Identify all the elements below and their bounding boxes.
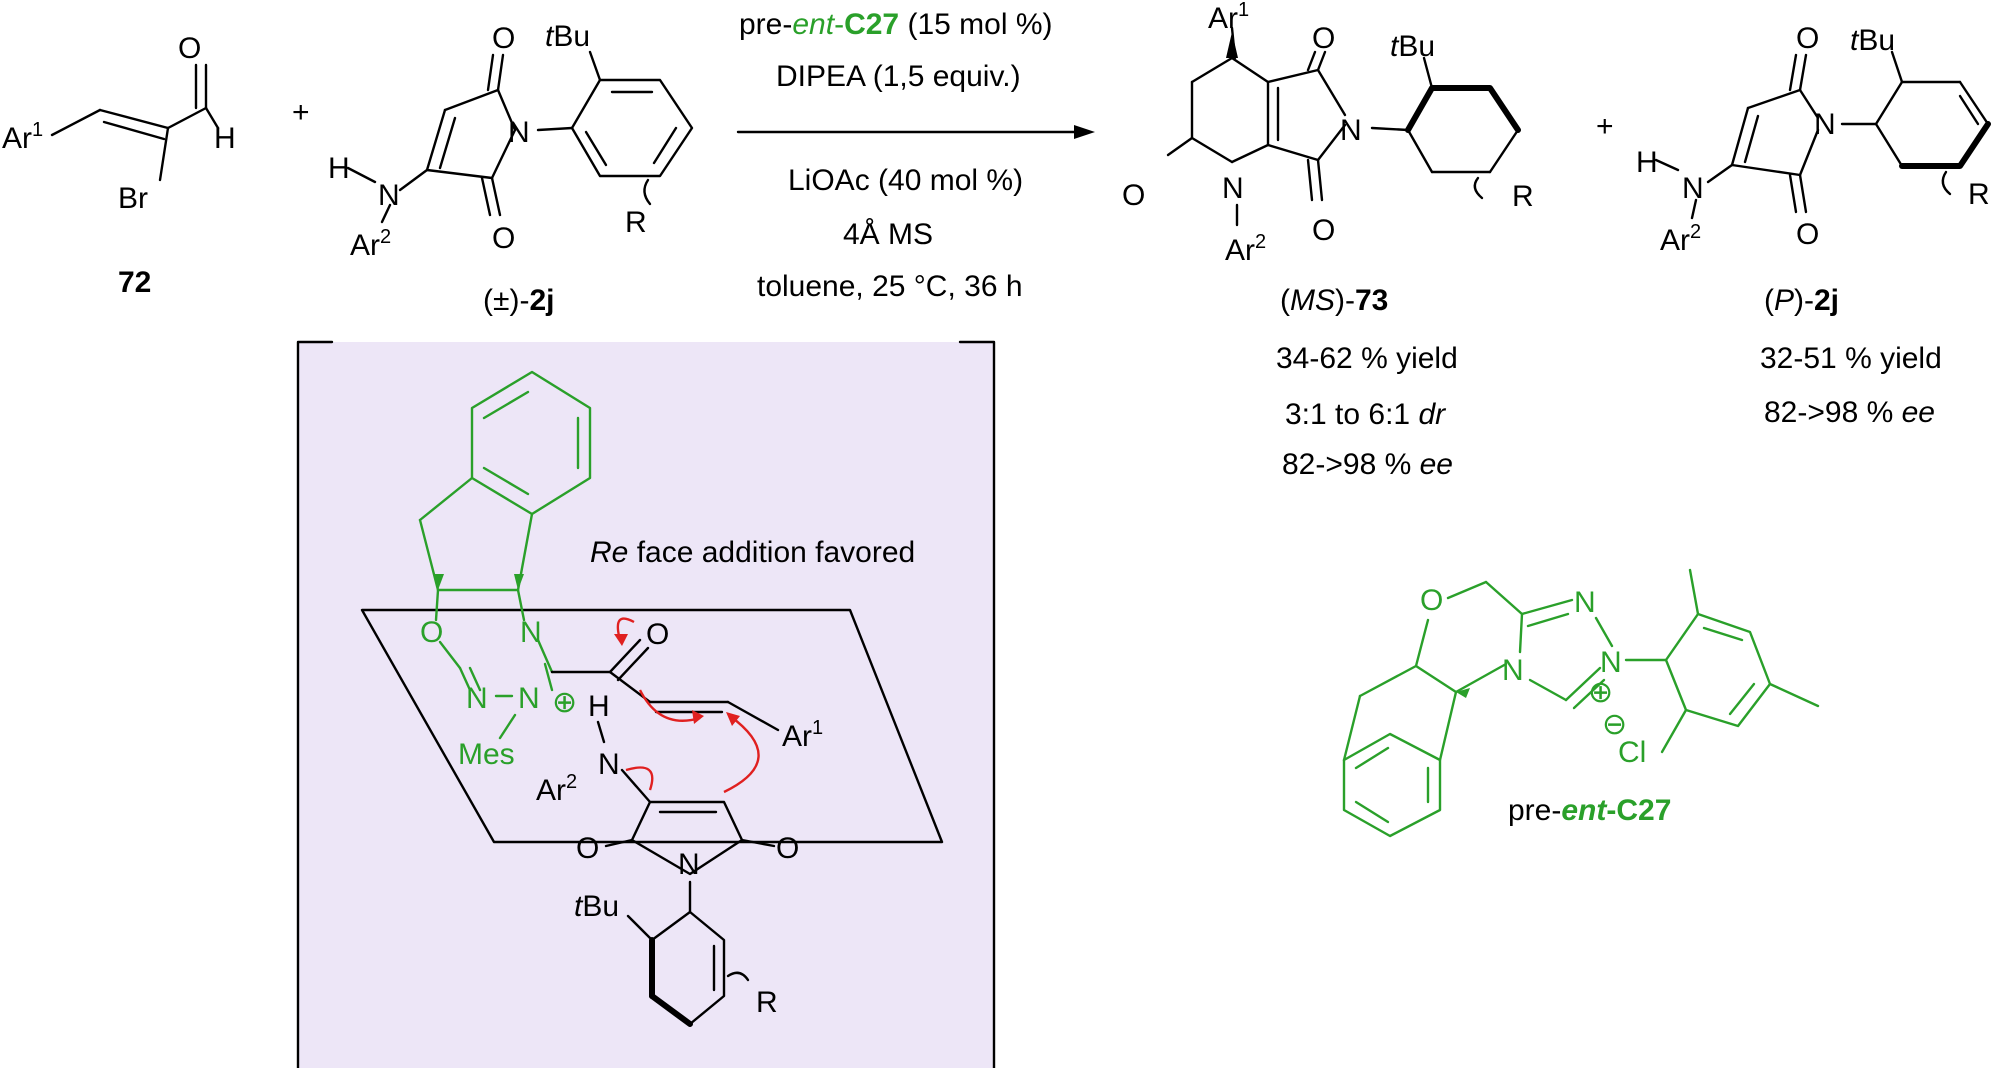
atom-O: O [1796, 218, 1819, 251]
atom-Cl: Cl [1618, 736, 1646, 769]
cation-charge: ⊕ [552, 686, 577, 719]
atom-N: N [518, 682, 540, 715]
catalyst-label: pre-ent-C27 [1508, 794, 1671, 827]
condition-solvent: toluene, 25 °C, 36 h [757, 270, 1023, 303]
condition-base: DIPEA (1,5 equiv.) [776, 60, 1021, 93]
atom-N: N [1502, 654, 1524, 687]
compound-2j-structure: O O N N H Ar2 tBu R [328, 20, 694, 262]
catalyst-structure: O N N N ⊕ Cl ⊖ [1342, 568, 1820, 838]
atom-N: N [1600, 646, 1622, 679]
atom-N: N [520, 616, 542, 649]
compound-73-dr: 3:1 to 6:1 dr [1285, 398, 1446, 431]
atom-N: N [508, 116, 530, 149]
atom-O: O [576, 832, 599, 865]
atom-tBu: tBu [1390, 30, 1435, 63]
atom-N: N [1814, 108, 1836, 141]
compound-2j-label: (±)-2j [483, 284, 554, 317]
transition-state-panel: Re face addition favored O N N N ⊕ Mes O [296, 340, 996, 1068]
anion-charge: ⊖ [1602, 708, 1627, 741]
atom-Ar2: Ar2 [1660, 221, 1701, 257]
arrow-curly-3 [723, 715, 760, 794]
atom-O: O [1312, 214, 1335, 247]
compound-72-structure: O H Br Ar1 [2, 32, 236, 215]
atom-N: N [1682, 172, 1704, 205]
compound-P2j-yield: 32-51 % yield [1760, 342, 1942, 375]
compound-73-label: (MS)-73 [1280, 284, 1388, 317]
atom-Ar2: Ar2 [1225, 231, 1266, 267]
arrow-curly-4 [625, 766, 654, 791]
atom-tBu: tBu [574, 890, 619, 923]
atom-Mes: Mes [458, 738, 515, 771]
atom-O: O [420, 616, 443, 649]
compound-72-label: 72 [118, 266, 151, 299]
cation-charge: ⊕ [1588, 676, 1613, 709]
atom-N: N [1222, 172, 1244, 205]
atom-Ar1: Ar1 [782, 717, 823, 753]
atom-N: N [466, 682, 488, 715]
atom-tBu: tBu [1850, 24, 1895, 57]
compound-P2j-ee: 82->98 % ee [1764, 396, 1935, 429]
atom-Ar2: Ar2 [536, 771, 577, 807]
atom-O: O [1796, 22, 1819, 55]
condition-additive: LiOAc (40 mol %) [788, 164, 1023, 197]
atom-N: N [678, 848, 700, 881]
atom-O: O [646, 618, 669, 651]
atom-H: H [588, 690, 610, 723]
arrow-curly-2 [638, 689, 701, 722]
plus-sign-1: + [292, 96, 310, 129]
compound-P2j-structure: O O N N H Ar2 tBu R [1636, 22, 1991, 257]
plus-sign-2: + [1596, 110, 1614, 143]
atom-Br: Br [118, 182, 148, 215]
atom-tBu: tBu [545, 20, 590, 53]
atom-Ar2: Ar2 [350, 226, 391, 262]
atom-H: H [1636, 146, 1658, 179]
atom-O: O [1122, 179, 1145, 212]
atom-O: O [776, 832, 799, 865]
condition-catalyst: pre-ent-C27 (15 mol %) [739, 8, 1053, 41]
atom-O: O [1312, 22, 1335, 55]
atom-R: R [1512, 180, 1534, 213]
atom-O: O [178, 32, 201, 65]
ts-note: Re face addition favored [590, 536, 915, 569]
atom-Ar1: Ar1 [2, 119, 43, 155]
atom-R: R [625, 206, 647, 239]
atom-R: R [1968, 178, 1990, 211]
atom-O: O [1420, 584, 1443, 617]
atom-Ar1: Ar1 [1208, 0, 1249, 35]
atom-H: H [214, 122, 236, 155]
atom-N: N [1574, 586, 1596, 619]
atom-O: O [492, 22, 515, 55]
condition-sieves: 4Å MS [843, 218, 933, 251]
compound-73-yield: 34-62 % yield [1276, 342, 1458, 375]
reaction-arrow [736, 125, 1095, 139]
atom-N: N [1340, 114, 1362, 147]
atom-H: H [328, 152, 350, 185]
atom-O: O [492, 222, 515, 255]
compound-P2j-label: (P)-2j [1764, 284, 1839, 317]
compound-73-structure: Ar1 O N O O N Ar2 tBu R [1122, 0, 1534, 267]
atom-N: N [598, 748, 620, 781]
atom-N: N [378, 179, 400, 212]
atom-R: R [756, 986, 778, 1019]
compound-73-ee: 82->98 % ee [1282, 448, 1453, 481]
